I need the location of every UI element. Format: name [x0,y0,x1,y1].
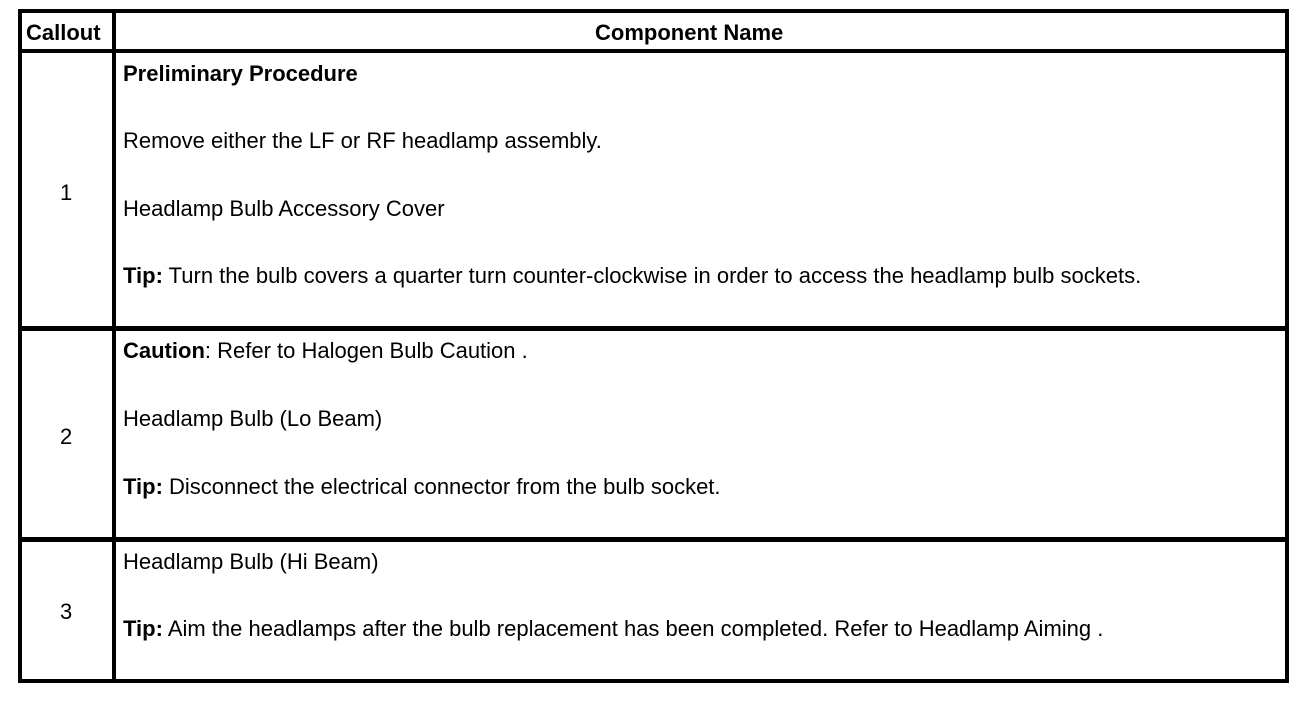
table-border [18,9,1289,683]
caution-line: Caution: Refer to Halogen Bulb Caution . [123,339,528,363]
callout-number: 2 [60,424,73,449]
tip-text: Turn the bulb covers a quarter turn coun… [162,263,1142,288]
row-divider [18,537,1289,542]
preliminary-title: Preliminary Procedure [123,61,358,86]
caution-label: Caution [123,338,205,363]
row-divider [18,326,1289,331]
preliminary-text: Remove either the LF or RF headlamp asse… [123,128,602,153]
caution-text: : Refer to Halogen Bulb Caution . [204,338,528,363]
component-name: Headlamp Bulb (Lo Beam) [123,406,383,431]
column-divider [112,9,116,683]
component-table [18,9,1289,683]
tip-line: Tip: Aim the headlamps after the bulb re… [123,617,1103,641]
tip-text: Aim the headlamps after the bulb replace… [162,616,1104,641]
header-divider [18,49,1289,53]
callout-number: 3 [60,599,73,624]
tip-label: Tip: [123,616,163,641]
callout-number: 1 [60,180,73,205]
component-name: Headlamp Bulb Accessory Cover [123,196,445,221]
header-component-name: Component Name [595,20,784,45]
tip-line: Tip: Disconnect the electrical connector… [123,475,721,499]
component-name: Headlamp Bulb (Hi Beam) [123,549,379,574]
header-callout: Callout [26,20,101,45]
tip-line: Tip: Turn the bulb covers a quarter turn… [123,264,1141,288]
tip-label: Tip: [123,263,163,288]
tip-text: Disconnect the electrical connector from… [162,474,721,499]
tip-label: Tip: [123,474,163,499]
